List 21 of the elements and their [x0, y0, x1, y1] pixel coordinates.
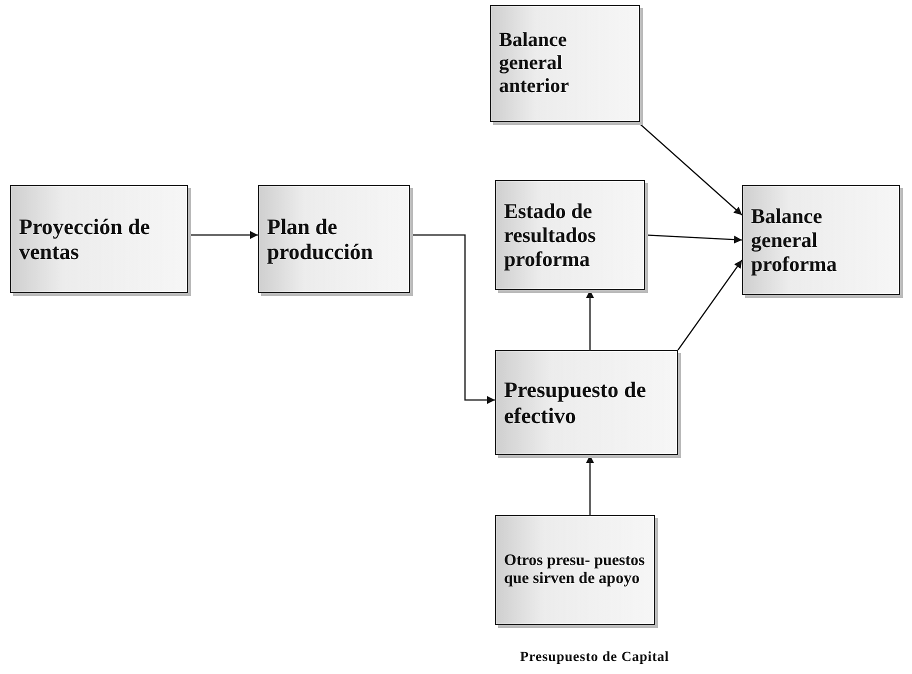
box-label: Balance general anterior: [499, 29, 570, 98]
caption-text: Presupuesto de Capital: [520, 650, 670, 666]
arrow: [677, 260, 743, 350]
process-box: [495, 180, 645, 290]
arrow: [410, 234, 495, 404]
process-box: [742, 185, 900, 295]
process-box: [490, 5, 640, 122]
box-label: Plan de producción: [267, 214, 374, 264]
process-box: [10, 185, 188, 293]
box-label: Presupuesto de efectivo: [504, 377, 647, 428]
arrow: [586, 290, 594, 350]
box-label: Estado de resultados proforma: [504, 198, 597, 272]
box-label: Proyección de ventas: [19, 214, 151, 264]
process-box: [495, 515, 655, 625]
box-label: Balance general proforma: [751, 204, 838, 276]
arrow: [586, 455, 594, 515]
process-box: [495, 350, 678, 455]
arrow: [188, 231, 258, 239]
arrow: [640, 124, 742, 216]
box-label: Otros presu- puestos que sirven de apoyo: [504, 552, 646, 588]
process-box: [258, 185, 410, 293]
